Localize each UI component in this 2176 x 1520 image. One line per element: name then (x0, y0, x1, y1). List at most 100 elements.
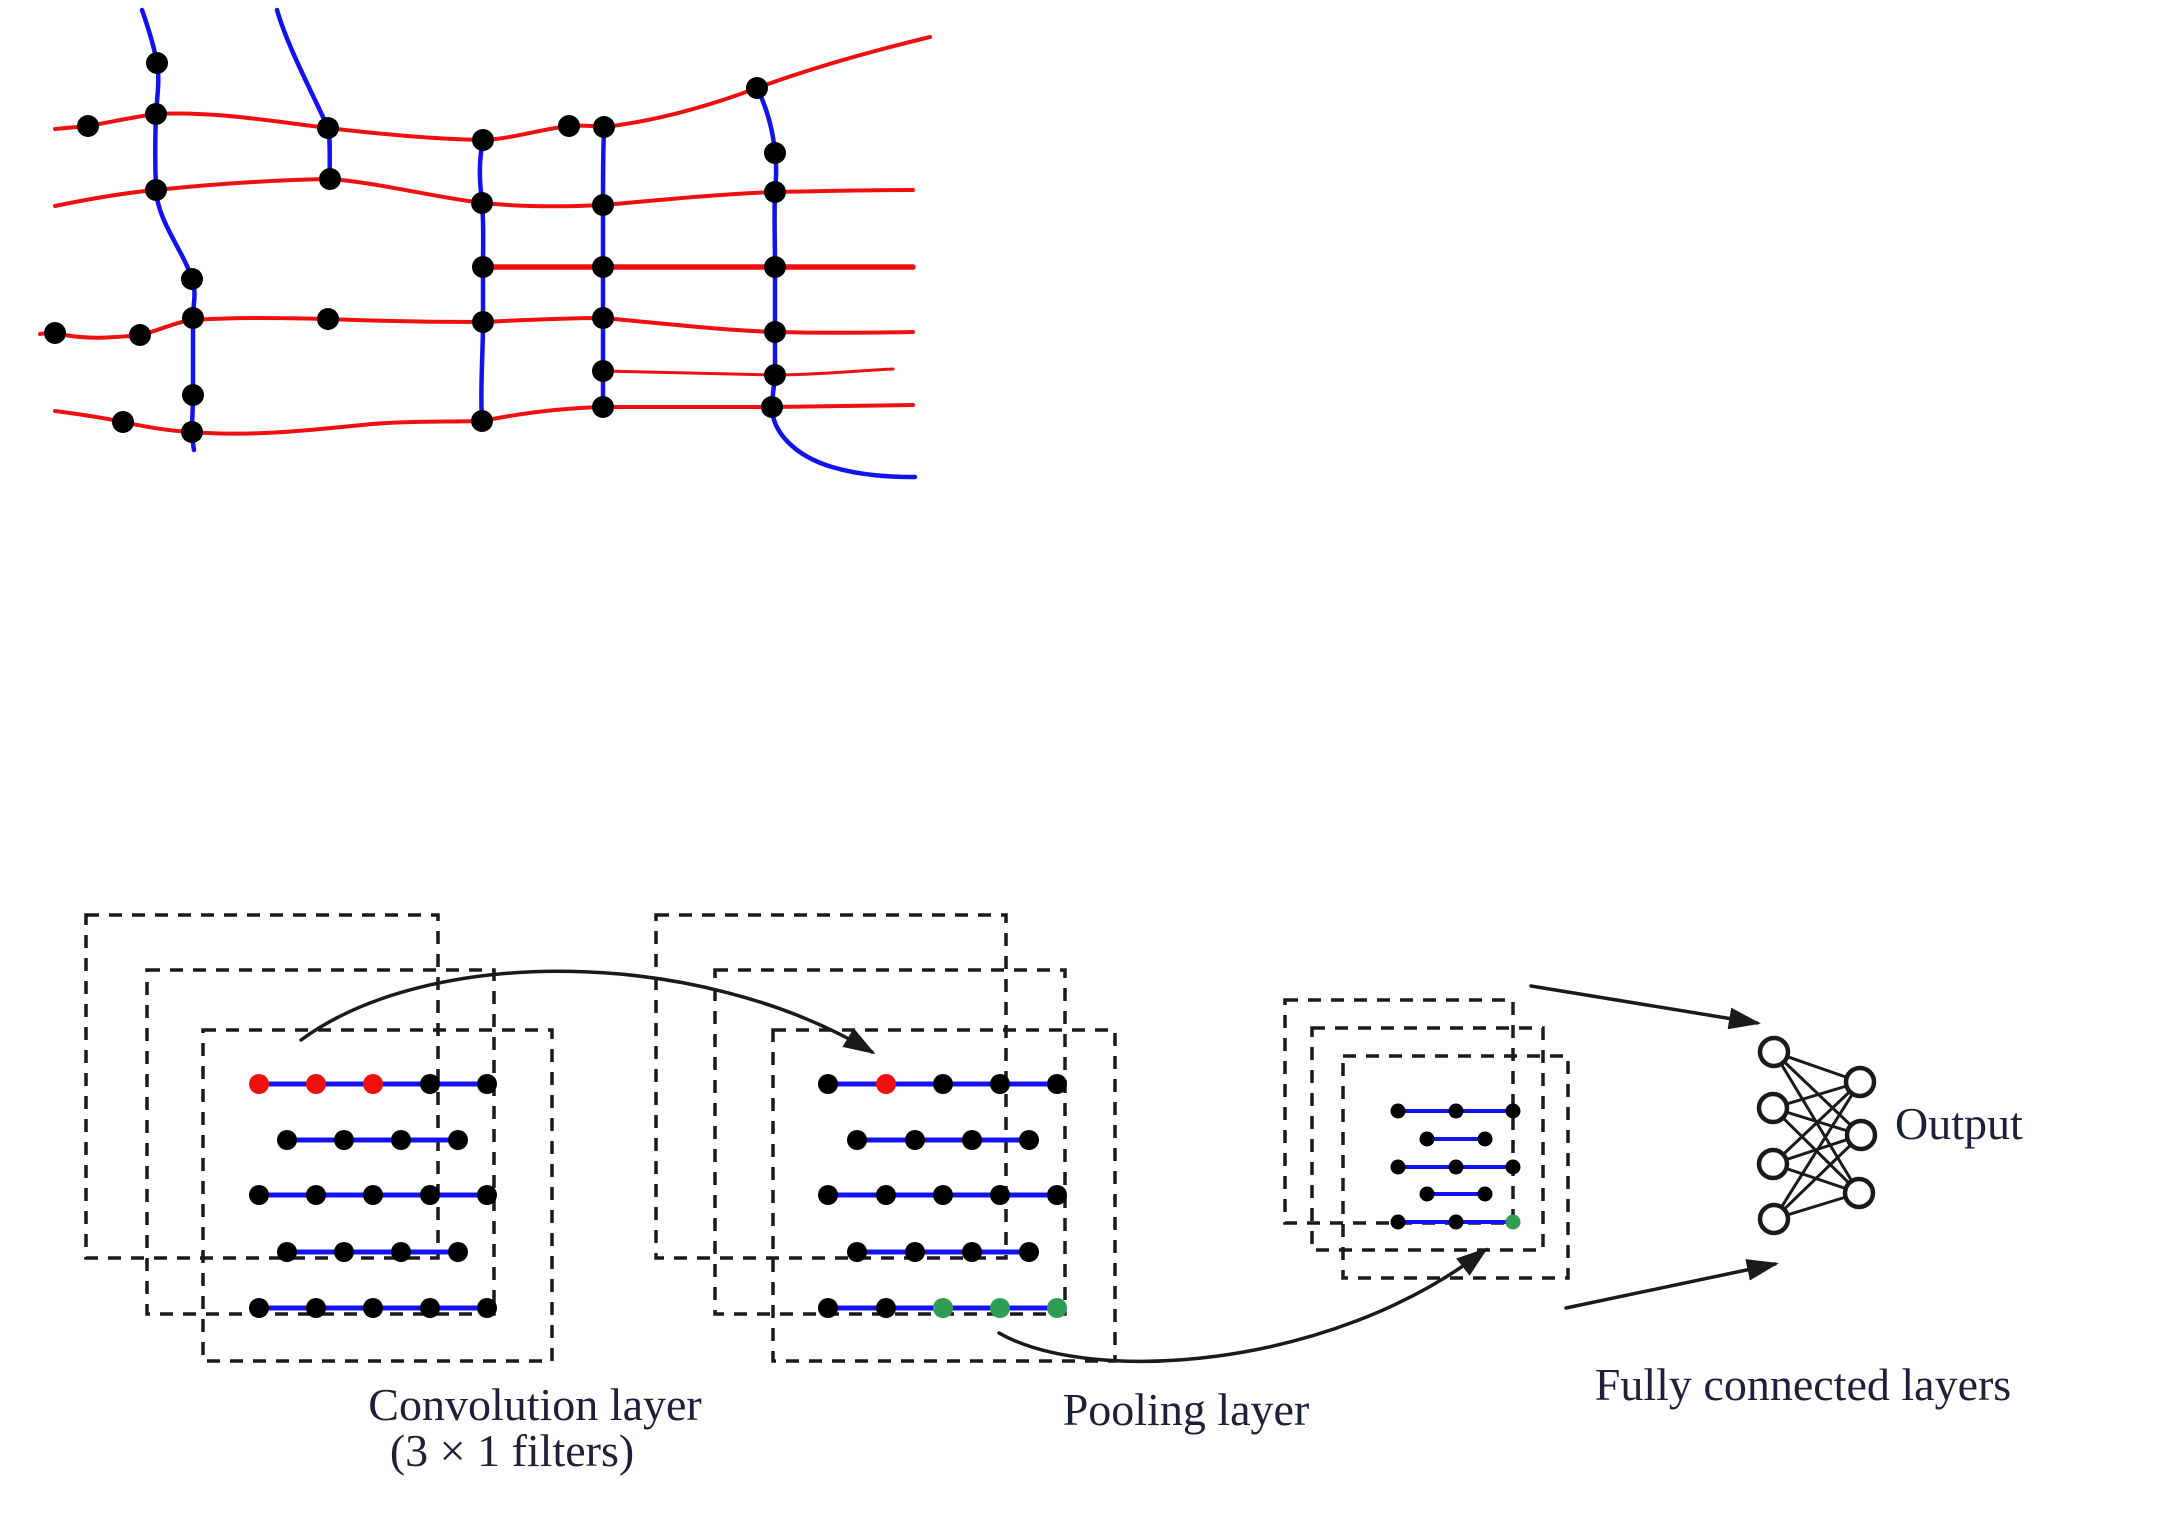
conv-input-stack-dot-black (363, 1298, 383, 1318)
fc-edge (1771, 1080, 1862, 1166)
intersection-dot (145, 103, 167, 125)
conv-filter-size-label: (3 × 1 filters) (389, 1425, 635, 1476)
fc-node (1756, 1091, 1790, 1125)
conv-output-stack-dot-black (962, 1130, 982, 1150)
conv-input-stack-dot-black (334, 1130, 354, 1150)
intersection-dot (764, 181, 786, 203)
conv-output-stack-dot-black (818, 1298, 838, 1318)
conv-input-stack-dot-black (477, 1298, 497, 1318)
conv-output-stack-dot-black (905, 1242, 925, 1262)
intersection-dot (146, 52, 168, 74)
conv-output-stack-dot-black (818, 1185, 838, 1205)
intersection-dot (592, 194, 614, 216)
conv-input-stack-dot-black (363, 1185, 383, 1205)
pool-output-stack-dot-black (1419, 1131, 1435, 1147)
fully-connected-network (1756, 1035, 1878, 1236)
pool-output-stack-dot-green (1505, 1214, 1521, 1230)
conv-output-stack-dot-green (1047, 1298, 1067, 1318)
intersection-dot (145, 179, 167, 201)
intersection-dot (472, 256, 494, 278)
pool-output-stack-dot-black (1505, 1159, 1521, 1175)
conv-output-stack-dot-black (933, 1074, 953, 1094)
curve-network (38, 7, 932, 480)
conv-input-stack-dot-red (249, 1074, 269, 1094)
intersection-dot (746, 77, 768, 99)
fc-bottom-arrow (1564, 1259, 1779, 1310)
conv-output-stack-dot-black (876, 1298, 896, 1318)
intersection-dot (182, 384, 204, 406)
intersection-dot (317, 117, 339, 139)
pooling-layer-label: Pooling layer (1062, 1384, 1310, 1435)
conv-input-stack-dot-black (277, 1242, 297, 1262)
pool-output-stack-dot-black (1448, 1214, 1464, 1230)
conv-input-stack-dot-black (249, 1298, 269, 1318)
pool-output-stack-dot-black (1477, 1186, 1493, 1202)
intersection-dot (764, 321, 786, 343)
intersection-dot (761, 396, 783, 418)
intersection-dot (471, 192, 493, 214)
intersection-dot (319, 168, 341, 190)
pool-arrow (997, 1247, 1489, 1364)
pool-output-stack-dot-black (1390, 1159, 1406, 1175)
conv-output-stack-dot-black (962, 1242, 982, 1262)
conv-output-stack-dot-green (990, 1298, 1010, 1318)
conv-output-stack-dot-black (1019, 1242, 1039, 1262)
fully-connected-label: Fully connected layers (1594, 1359, 2012, 1410)
curve-network-dots (44, 52, 786, 443)
convolution-layer-label: Convolution layer (368, 1379, 702, 1430)
conv-input-stack-dot-red (363, 1074, 383, 1094)
conv-input-stack-dot-black (477, 1185, 497, 1205)
conv-output-stack-dot-black (905, 1130, 925, 1150)
conv-input-stack-dot-black (448, 1242, 468, 1262)
conv-input-stack-dot-black (477, 1074, 497, 1094)
intersection-dot (592, 396, 614, 418)
conv-output-stack-rect (771, 1028, 1117, 1363)
fc-edge (1772, 1081, 1862, 1220)
conv-input-stack-dot-black (420, 1074, 440, 1094)
intersection-dot (764, 256, 786, 278)
conv-input-stack-dot-black (306, 1185, 326, 1205)
fc-node (1843, 1065, 1877, 1099)
intersection-dot (181, 421, 203, 443)
blue-curve-3 (477, 137, 486, 424)
fc-edge (1772, 1133, 1863, 1221)
conv-input-stack-dot-black (277, 1130, 297, 1150)
intersection-dot (592, 256, 614, 278)
conv-output-stack-dot-green (933, 1298, 953, 1318)
fc-node (1757, 1202, 1791, 1236)
conv-output-stack-dot-black (1047, 1185, 1067, 1205)
red-curve-5 (601, 367, 895, 377)
conv-input-stack-dot-black (420, 1298, 440, 1318)
intersection-dot (593, 116, 615, 138)
conv-input-stack-dot-red (306, 1074, 326, 1094)
red-curve-4 (38, 315, 915, 340)
blue-curve-1 (139, 7, 197, 453)
cnn-feature-map-stacks (84, 913, 1570, 1363)
conv-input-stack-rect (201, 1028, 554, 1363)
conv-input-stack-dot-black (306, 1298, 326, 1318)
conv-output-stack-dot-black (990, 1185, 1010, 1205)
blue-curve-2 (274, 7, 333, 185)
intersection-dot (182, 307, 204, 329)
intersection-dot (764, 364, 786, 386)
pool-output-stack-dot-black (1448, 1103, 1464, 1119)
conv-output-stack-dot-red (876, 1074, 896, 1094)
intersection-dot (112, 411, 134, 433)
intersection-dot (592, 360, 614, 382)
pool-output-stack-rect (1341, 1054, 1570, 1280)
intersection-dot (558, 115, 580, 137)
output-label: Output (1895, 1098, 2023, 1149)
pool-output-stack-dot-black (1419, 1186, 1435, 1202)
conv-input-stack-dot-black (249, 1185, 269, 1205)
intersection-dot (592, 307, 614, 329)
intersection-dot (472, 311, 494, 333)
fc-node (1757, 1035, 1791, 1069)
intersection-dot (764, 142, 786, 164)
conv-input-stack-dot-black (391, 1130, 411, 1150)
pool-output-stack-dot-black (1448, 1159, 1464, 1175)
conv-arrow (299, 969, 876, 1055)
fc-node (1844, 1118, 1878, 1152)
conv-output-stack-dot-black (990, 1074, 1010, 1094)
